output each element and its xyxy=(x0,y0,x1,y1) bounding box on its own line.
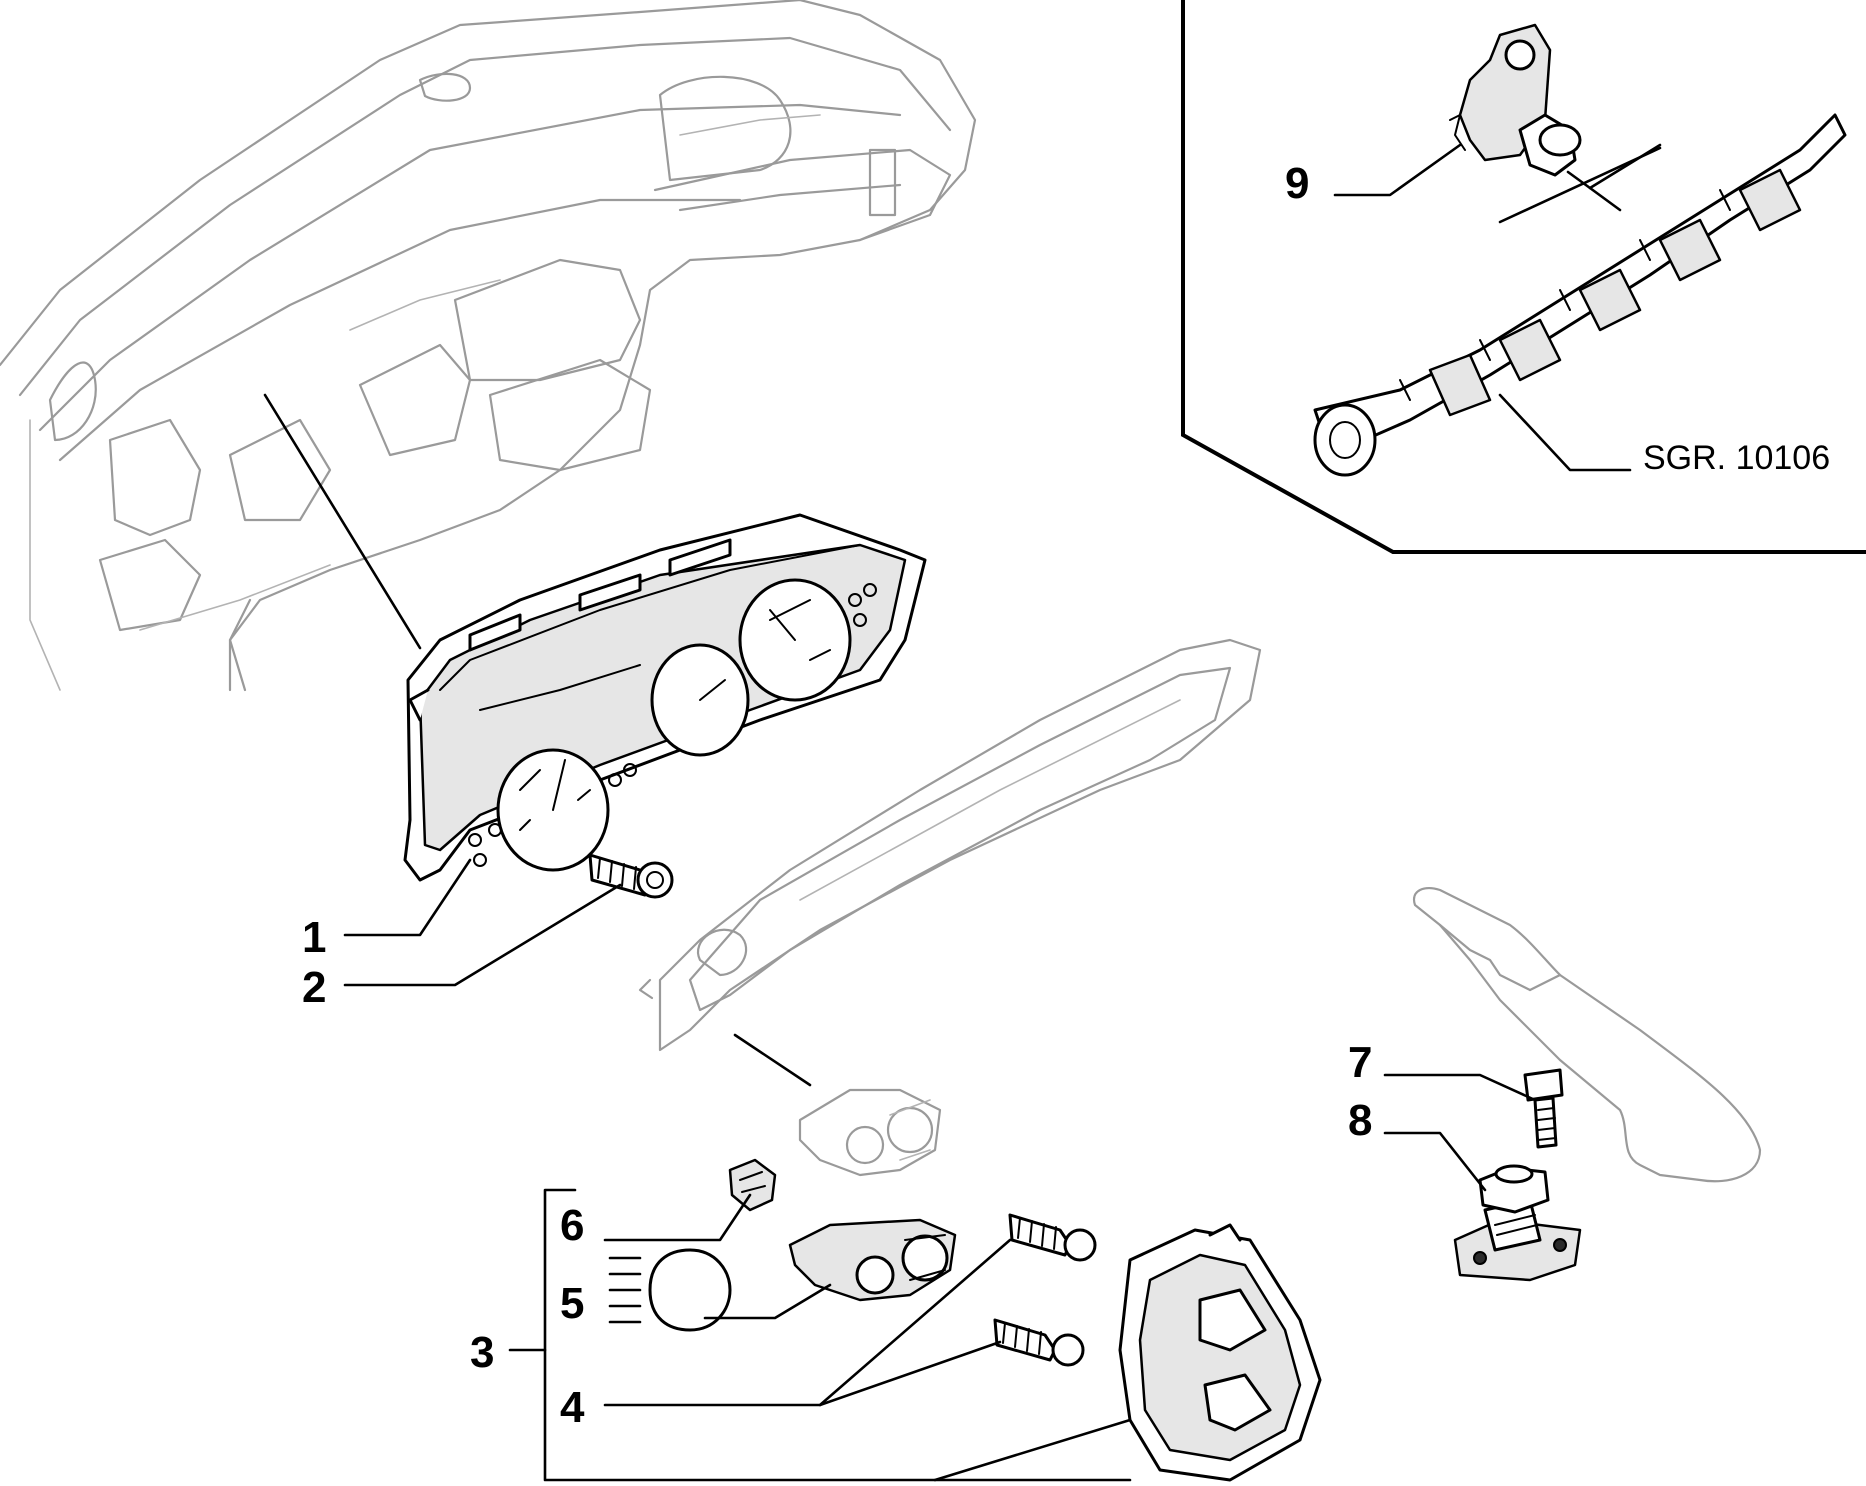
leader-lines xyxy=(263,143,1632,1482)
callout-2: 2 xyxy=(302,963,326,1012)
switch-panel-3 xyxy=(1118,1223,1322,1482)
switch-8 xyxy=(1453,1164,1582,1282)
callout-3: 3 xyxy=(470,1328,494,1377)
bolt-7 xyxy=(1523,1068,1564,1149)
screw-4-upper xyxy=(1008,1213,1097,1262)
cluster-bezel xyxy=(638,638,1262,1052)
callout-labels: 1 2 3 4 5 6 7 8 9 SGR. 10106 xyxy=(302,159,1830,1432)
reference-label: SGR. 10106 xyxy=(1643,439,1830,477)
callout-5: 5 xyxy=(560,1279,584,1328)
callout-4: 4 xyxy=(560,1383,585,1432)
clip-6 xyxy=(728,1158,777,1212)
switch-5 xyxy=(788,1218,957,1302)
sensor-9 xyxy=(1449,23,1582,177)
dashboard-outline xyxy=(0,0,977,692)
light-switch-module xyxy=(798,1088,942,1177)
callout-9: 9 xyxy=(1285,159,1309,208)
callout-8: 8 xyxy=(1348,1096,1372,1145)
callout-7: 7 xyxy=(1348,1038,1372,1087)
inset-frame xyxy=(1181,0,1866,554)
instrument-cluster xyxy=(403,513,927,882)
handbrake-lever xyxy=(1412,887,1762,1183)
screw-2 xyxy=(588,853,674,899)
callout-6: 6 xyxy=(560,1201,584,1250)
callout-1: 1 xyxy=(302,913,326,962)
screw-4-lower xyxy=(993,1318,1085,1367)
headlamp-beam-icon xyxy=(608,1248,732,1332)
camshaft xyxy=(1313,113,1847,477)
